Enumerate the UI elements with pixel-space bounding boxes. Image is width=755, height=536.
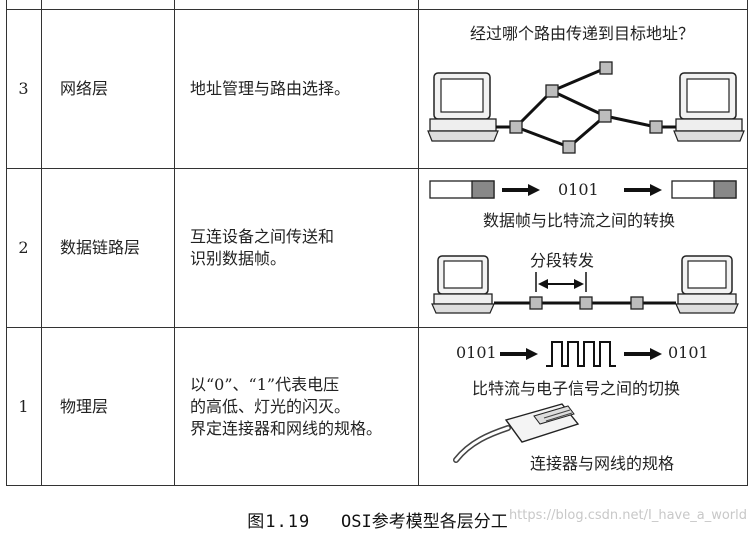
router-node-icon [599,61,613,75]
layer-number: 2 [18,237,29,257]
figure-caption: 图1.19 OSI参考模型各层分工 [0,507,755,532]
segment-forwarding-illustration [431,255,739,314]
layer-name: 网络层 [60,78,109,98]
figure-number: 图1.19 [247,512,311,532]
segment-label: 分段转发 [530,251,595,270]
bits-in: 0101 [456,343,497,362]
computer-icon [427,72,499,142]
network-routing-illustration [427,61,745,154]
layer-name: 数据链路层 [60,237,141,257]
osi-table [6,0,748,486]
frame-caption: 数据帧与比特流之间的转换 [483,211,676,230]
router-nodes [509,61,663,154]
route-links [496,66,676,149]
bits-out: 0101 [668,343,709,362]
layer-name: 物理层 [60,396,109,416]
layer-description: 地址管理与路由选择。 [190,78,351,98]
switch-node-icon [529,296,543,310]
frame-bits: 0101 [558,180,599,199]
computer-icon [431,255,495,314]
double-arrow-icon [538,279,548,289]
layer-number: 1 [18,396,29,416]
layer-description: 互连设备之间传送和 识别数据帧。 [190,226,335,268]
switch-node-icon [630,296,644,310]
watermark: https://blog.csdn.net/I_have_a_world [508,508,747,523]
layer-number: 3 [18,78,29,98]
computer-icon [675,255,739,314]
router-node-icon [598,109,612,123]
figure-title: OSI参考模型各层分工 [340,512,508,532]
row-divider [6,9,748,10]
router-node-icon [649,120,663,134]
routing-question: 经过哪个路由传递到目标地址？ [470,24,695,43]
row-divider [6,168,748,169]
column-divider [174,0,175,486]
computer-icon [673,72,745,142]
switch-node-icon [579,296,593,310]
row-divider [6,327,748,328]
router-node-icon [545,84,559,98]
connector-illustration [453,403,580,463]
signal-conversion-illustration [500,341,662,367]
router-node-icon [562,140,576,154]
column-divider [41,0,42,486]
layer-description: 以“0”、“1”代表电压 的高低、灯光的闪灭。 界定连接器和网线的规格。 [190,374,383,438]
connector-caption: 连接器与网线的规格 [530,454,675,473]
square-wave-icon [546,341,616,367]
frame-conversion-illustration [429,180,737,199]
column-divider [418,0,419,486]
router-node-icon [509,120,523,134]
signal-caption: 比特流与电子信号之间的切换 [472,379,681,398]
